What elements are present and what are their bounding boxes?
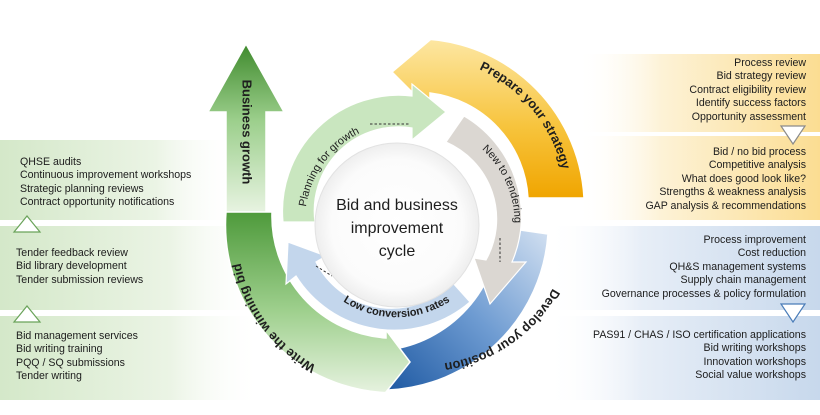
business-growth-arrow: Business growth bbox=[206, 42, 286, 215]
list-item: Cost reduction bbox=[737, 247, 806, 260]
list-item: Opportunity assessment bbox=[691, 110, 806, 123]
right-panel-2-bg bbox=[576, 136, 820, 220]
left-panel-3: Bid management services Bid writing trai… bbox=[0, 330, 262, 384]
right-panel-3-bg bbox=[546, 226, 820, 310]
center-title-line-2: improvement bbox=[351, 220, 444, 237]
list-item: Innovation workshops bbox=[703, 355, 806, 368]
dashed-connector bbox=[315, 265, 333, 277]
list-item: GAP analysis & recommendations bbox=[645, 199, 806, 212]
list-item: Governance processes & policy formulatio… bbox=[601, 287, 806, 300]
list-item: Process review bbox=[734, 57, 806, 69]
list-item: Contract eligibility review bbox=[689, 83, 806, 96]
list-item: Identify success factors bbox=[695, 97, 806, 110]
business-growth-label: Business growth bbox=[240, 80, 255, 185]
left-panel-3-bg bbox=[0, 316, 262, 400]
prepare-strategy-arrow bbox=[390, 38, 585, 199]
triangle-down-icon bbox=[779, 303, 807, 324]
right-panel-1: Process review Bid strategy review Contr… bbox=[576, 57, 820, 124]
list-item: Continuous improvement workshops bbox=[20, 169, 192, 182]
right-panel-4-bg bbox=[546, 316, 820, 400]
triangle-down-icon bbox=[779, 125, 807, 146]
list-item: QH&S management systems bbox=[669, 260, 806, 273]
list-item: Process improvement bbox=[703, 234, 806, 246]
right-panel-1-bg bbox=[576, 54, 820, 132]
left-panel-2: Tender feedback review Bid library devel… bbox=[0, 247, 262, 287]
triangle-up-icon bbox=[12, 215, 42, 233]
triangle-up-icon bbox=[12, 305, 42, 323]
right-panel-2: Bid / no bid process Competitive analysi… bbox=[576, 146, 820, 213]
new-to-tendering-arrow bbox=[445, 115, 528, 306]
list-item: QHSE audits bbox=[20, 156, 82, 168]
right-panel-4: PAS91 / CHAS / ISO certification applica… bbox=[546, 329, 820, 383]
right-panel-3: Process improvement Cost reduction QH&S … bbox=[546, 234, 820, 301]
list-item: Competitive analysis bbox=[708, 159, 806, 172]
center-title-line-3: cycle bbox=[379, 243, 416, 260]
write-winning-bid-arrow bbox=[224, 211, 411, 394]
list-item: Supply chain management bbox=[680, 274, 806, 287]
left-panel-1: QHSE audits Continuous improvement works… bbox=[0, 156, 240, 210]
list-item: Strategic planning reviews bbox=[20, 182, 144, 195]
list-item: Bid strategy review bbox=[716, 70, 807, 83]
list-item: Social value workshops bbox=[695, 369, 806, 382]
list-item: Tender feedback review bbox=[16, 247, 128, 259]
left-panel-2-bg bbox=[0, 226, 262, 310]
list-item: Contract opportunity notifications bbox=[20, 196, 175, 209]
list-item: Bid management services bbox=[16, 330, 138, 342]
list-item: Tender submission reviews bbox=[16, 273, 144, 286]
list-item: Strengths & weakness analysis bbox=[659, 186, 806, 199]
list-item: PQQ / SQ submissions bbox=[16, 356, 125, 369]
list-item: PAS91 / CHAS / ISO certification applica… bbox=[593, 329, 806, 341]
planning-growth-arrow bbox=[281, 82, 447, 223]
list-item: Tender writing bbox=[16, 370, 82, 383]
center-hub: Bid and business improvement cycle bbox=[314, 142, 480, 308]
list-item: Bid / no bid process bbox=[712, 146, 806, 158]
list-item: Bid library development bbox=[16, 260, 127, 273]
list-item: What does good look like? bbox=[681, 172, 806, 185]
list-item: Bid writing training bbox=[16, 343, 103, 356]
side-panels bbox=[0, 54, 820, 400]
left-panel-1-bg bbox=[0, 140, 240, 220]
list-item: Bid writing workshops bbox=[703, 342, 806, 355]
center-title-line-1: Bid and business bbox=[336, 197, 458, 214]
